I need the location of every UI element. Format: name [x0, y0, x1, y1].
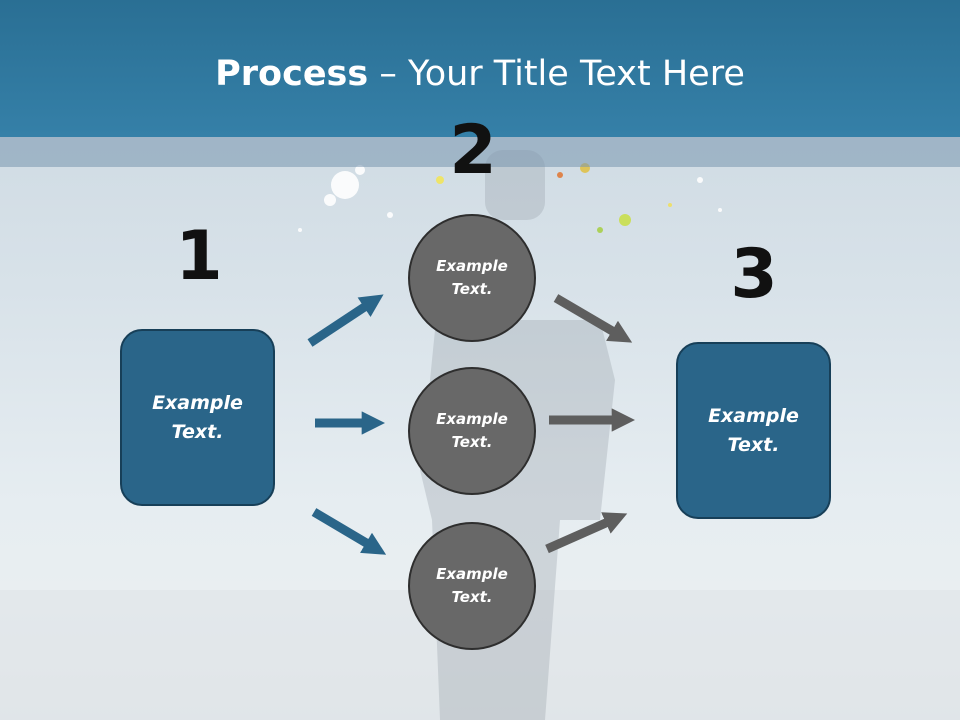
step-number-1: 1 [175, 217, 223, 296]
step-1-text-line1: Example [152, 391, 243, 414]
step-3-text-line1: Example [708, 404, 799, 427]
circle-top-line1: Example [436, 257, 508, 275]
step-3-box: Example Text. [676, 342, 831, 519]
circle-middle-line1: Example [436, 410, 508, 428]
title-bar [0, 0, 960, 137]
step-number-3: 3 [730, 235, 778, 314]
circle-top-line2: Text. [451, 280, 493, 298]
arrow-2-bottom-to-3 [545, 512, 628, 554]
circle-middle-line2: Text. [451, 433, 493, 451]
arrow-1-to-2-bottom [311, 508, 387, 555]
arrow-2-top-to-3 [553, 294, 633, 343]
title-bold: Process [215, 54, 369, 94]
step-1-box: Example Text. [120, 329, 275, 506]
arrow-1-to-2-top [307, 294, 384, 347]
circle-bottom-line2: Text. [451, 588, 493, 606]
step-1-text: Example Text. [152, 389, 243, 447]
circle-bottom-line1: Example [436, 565, 508, 583]
step-number-2: 2 [449, 111, 497, 190]
step-2-circle-middle: Example Text. [408, 367, 536, 495]
title-rest: – Your Title Text Here [368, 54, 745, 94]
step-2-circle-top: Example Text. [408, 214, 536, 342]
step-2-circle-bottom: Example Text. [408, 522, 536, 650]
step-1-text-line2: Text. [171, 420, 224, 443]
step-3-text: Example Text. [708, 402, 799, 460]
slide-title: Process – Your Title Text Here [0, 50, 960, 98]
step-3-text-line2: Text. [727, 433, 780, 456]
title-strip [0, 137, 960, 167]
